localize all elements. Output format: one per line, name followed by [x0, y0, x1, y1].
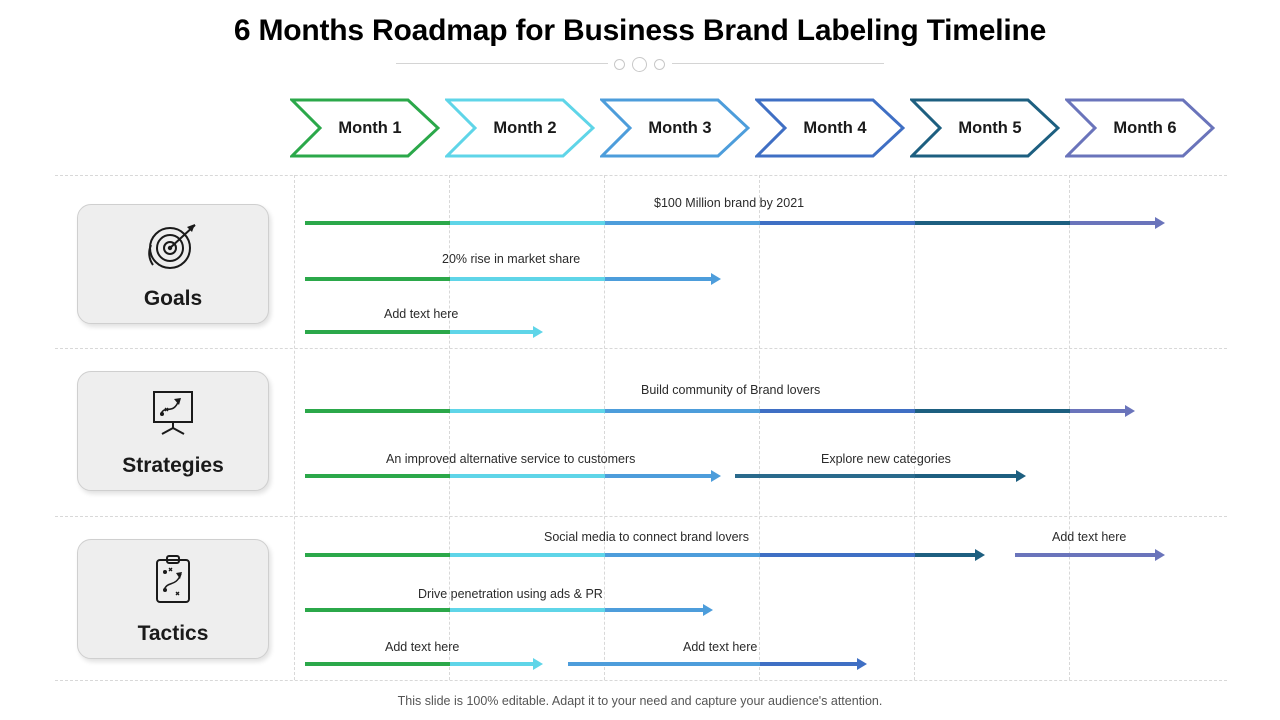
row-separator-top [55, 175, 1227, 176]
category-label-tactics: Tactics [137, 622, 209, 645]
goals-bar-2-seg-m1 [305, 277, 450, 281]
goals-bar-3-seg-m2 [450, 330, 533, 334]
column-guide-6 [1069, 175, 1070, 680]
divider-line-left [396, 63, 608, 64]
month-arrow-2[interactable]: Month 2 [445, 98, 595, 158]
tactics-bar-5-seg-m3 [568, 662, 760, 666]
category-card-strategies[interactable]: Strategies [77, 371, 269, 491]
clipboard-strategy-icon [143, 554, 203, 613]
month-arrow-4-label: Month 4 [803, 119, 867, 137]
goals-bar-1-seg-m4 [760, 221, 915, 225]
row-separator-goals [55, 348, 1227, 349]
month-arrow-3[interactable]: Month 3 [600, 98, 750, 158]
row-separator-strategies [55, 516, 1227, 517]
tactics-bar-1-label: Social media to connect brand lovers [544, 530, 749, 544]
row-separator-bottom [55, 680, 1227, 681]
strategies-bar-1-seg-m2 [450, 409, 605, 413]
page-title: 6 Months Roadmap for Business Brand Labe… [233, 14, 1047, 47]
strategies-bar-1-seg-m1 [305, 409, 450, 413]
tactics-bar-1-seg-m2 [450, 553, 605, 557]
strategies-bar-2-label: An improved alternative service to custo… [386, 452, 636, 466]
divider-dot-2 [632, 57, 647, 72]
strategies-bar-3-seg-m5 [915, 474, 1016, 478]
tactics-bar-1-seg-m5 [915, 553, 975, 557]
tactics-bar-2-label: Add text here [1052, 530, 1127, 544]
column-guide-3 [604, 175, 605, 680]
strategies-bar-1-seg-m5 [915, 409, 1070, 413]
divider-dot-3 [654, 59, 665, 70]
month-arrow-1[interactable]: Month 1 [290, 98, 440, 158]
tactics-bar-2-arrowhead [1155, 549, 1165, 561]
goals-bar-1-arrowhead [1155, 217, 1165, 229]
goals-bar-1-seg-m6 [1070, 221, 1155, 225]
month-arrow-2-label: Month 2 [493, 119, 557, 137]
tactics-bar-3-seg-m1 [305, 608, 450, 612]
column-guide-4 [759, 175, 760, 680]
month-arrow-5-label: Month 5 [958, 119, 1022, 137]
strategies-bar-1-seg-m4 [760, 409, 915, 413]
tactics-bar-1-seg-m4 [760, 553, 915, 557]
tactics-bar-4-arrowhead [533, 658, 543, 670]
goals-bar-3-label: Add text here [384, 307, 459, 321]
goals-bar-2-seg-m3 [605, 277, 711, 281]
goals-bar-1-seg-m3 [605, 221, 760, 225]
category-card-goals[interactable]: Goals [77, 204, 269, 324]
strategies-bar-1-seg-m3 [605, 409, 760, 413]
title-divider [396, 56, 884, 72]
goals-bar-3-arrowhead [533, 326, 543, 338]
tactics-bar-1-arrowhead [975, 549, 985, 561]
tactics-bar-1-seg-m3 [605, 553, 760, 557]
tactics-bar-5-seg-m4 [760, 662, 857, 666]
strategies-bar-3-label: Explore new categories [821, 452, 951, 466]
column-guide-5 [914, 175, 915, 680]
strategies-bar-3-arrowhead [1016, 470, 1026, 482]
divider-dot-1 [614, 59, 625, 70]
category-label-strategies: Strategies [122, 454, 224, 477]
strategies-bar-2-arrowhead [711, 470, 721, 482]
goals-bar-3-seg-m1 [305, 330, 450, 334]
goals-bar-1-seg-m5 [915, 221, 1070, 225]
month-arrow-bar: Month 1 Month 2 Month 3 Month 4 Month 5 … [290, 98, 1215, 160]
goals-bar-1-seg-m1 [305, 221, 450, 225]
goals-bar-1-seg-m2 [450, 221, 605, 225]
goals-bar-2-arrowhead [711, 273, 721, 285]
column-guide-1 [294, 175, 295, 680]
goals-bar-1-label: $100 Million brand by 2021 [654, 196, 805, 210]
tactics-bar-3-seg-m3 [605, 608, 703, 612]
footer-note: This slide is 100% editable. Adapt it to… [397, 694, 883, 708]
presentation-board-icon [143, 386, 203, 445]
tactics-bar-1-seg-m1 [305, 553, 450, 557]
category-card-tactics[interactable]: Tactics [77, 539, 269, 659]
strategies-bar-1-seg-m6 [1070, 409, 1125, 413]
strategies-bar-3-seg-m4 [735, 474, 915, 478]
month-arrow-4[interactable]: Month 4 [755, 98, 905, 158]
strategies-bar-2-seg-m1 [305, 474, 450, 478]
tactics-bar-3-arrowhead [703, 604, 713, 616]
month-arrow-5[interactable]: Month 5 [910, 98, 1060, 158]
month-arrow-3-label: Month 3 [648, 119, 712, 137]
month-arrow-1-label: Month 1 [338, 119, 402, 137]
tactics-bar-3-label: Drive penetration using ads & PR [418, 587, 603, 601]
goals-bar-2-seg-m2 [450, 277, 605, 281]
tactics-bar-4-seg-m1 [305, 662, 450, 666]
goals-bar-2-label: 20% rise in market share [442, 252, 581, 266]
strategies-bar-1-label: Build community of Brand lovers [641, 383, 821, 397]
tactics-bar-4-label: Add text here [385, 640, 460, 654]
category-label-goals: Goals [143, 287, 203, 310]
divider-line-right [672, 63, 884, 64]
target-icon [143, 219, 203, 278]
month-arrow-6[interactable]: Month 6 [1065, 98, 1215, 158]
strategies-bar-1-arrowhead [1125, 405, 1135, 417]
tactics-bar-5-arrowhead [857, 658, 867, 670]
strategies-bar-2-seg-m2 [450, 474, 605, 478]
tactics-bar-3-seg-m2 [450, 608, 605, 612]
column-guide-2 [449, 175, 450, 680]
tactics-bar-5-label: Add text here [683, 640, 758, 654]
strategies-bar-2-seg-m3 [605, 474, 711, 478]
tactics-bar-4-seg-m2 [450, 662, 533, 666]
tactics-bar-2-seg-m6 [1015, 553, 1155, 557]
month-arrow-6-label: Month 6 [1113, 119, 1177, 137]
